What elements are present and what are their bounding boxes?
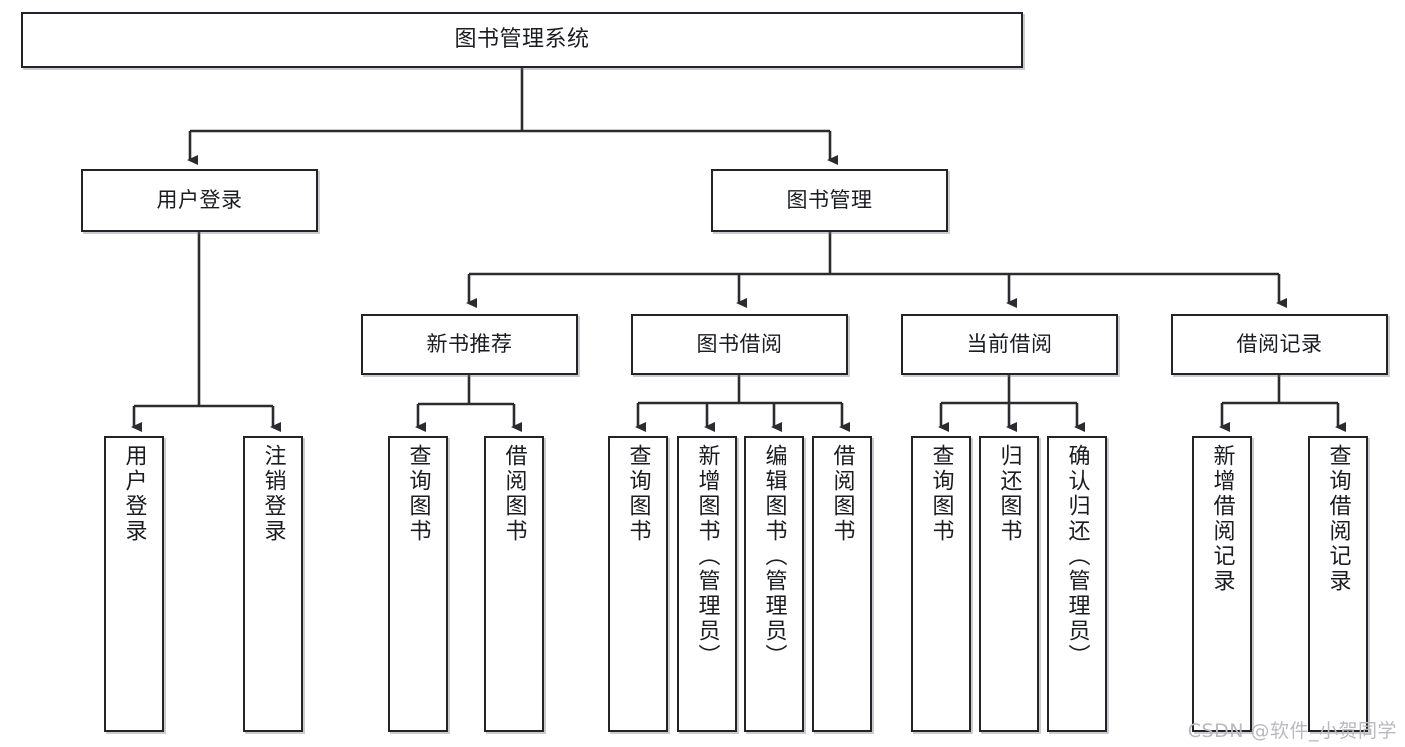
leaf-records-query-record[interactable]: 查询借阅记录 (1308, 436, 1368, 732)
node-book-management[interactable]: 图书管理 (711, 169, 948, 232)
node-book-borrow[interactable]: 图书借阅 (631, 314, 848, 375)
leaf-records-add-record[interactable]: 新增借阅记录 (1192, 436, 1252, 732)
node-label: 查询借阅记录 (1325, 444, 1351, 594)
node-label: 注销登录 (260, 444, 286, 544)
node-label: 查询图书 (405, 444, 431, 544)
node-label: 图书管理 (786, 188, 873, 213)
leaf-current-query-book[interactable]: 查询图书 (911, 436, 971, 732)
leaf-user-login-login[interactable]: 用户登录 (104, 436, 164, 732)
node-label: 新增借阅记录 (1209, 444, 1235, 594)
node-root-system[interactable]: 图书管理系统 (21, 12, 1023, 68)
node-current-borrow[interactable]: 当前借阅 (901, 314, 1118, 375)
node-label: 当前借阅 (966, 332, 1053, 357)
node-label: 用户登录 (121, 444, 147, 544)
leaf-current-return-book[interactable]: 归还图书 (979, 436, 1039, 732)
leaf-borrow-borrow-book[interactable]: 借阅图书 (812, 436, 872, 732)
leaf-user-login-logout[interactable]: 注销登录 (243, 436, 303, 732)
node-label: 用户登录 (156, 188, 243, 213)
leaf-current-confirm-return-admin[interactable]: 确认归还（管理员） (1047, 436, 1107, 732)
node-label: 编辑图书（管理员） (761, 444, 787, 669)
node-label: 查询图书 (928, 444, 954, 544)
node-label: 查询图书 (625, 444, 651, 544)
node-user-login[interactable]: 用户登录 (81, 169, 318, 232)
node-label: 借阅记录 (1236, 332, 1323, 357)
node-label: 图书管理系统 (454, 27, 590, 53)
node-label: 借阅图书 (501, 444, 527, 544)
node-new-book-recommend[interactable]: 新书推荐 (361, 314, 578, 375)
node-label: 图书借阅 (696, 332, 783, 357)
leaf-recommend-query-book[interactable]: 查询图书 (388, 436, 448, 732)
node-label: 新书推荐 (426, 332, 513, 357)
leaf-recommend-borrow-book[interactable]: 借阅图书 (484, 436, 544, 732)
node-label: 新增图书（管理员） (694, 444, 720, 669)
leaf-borrow-edit-book-admin[interactable]: 编辑图书（管理员） (744, 436, 804, 732)
watermark-text: CSDN @软件_小贺同学 (1187, 720, 1397, 742)
leaf-borrow-add-book-admin[interactable]: 新增图书（管理员） (677, 436, 737, 732)
leaf-borrow-query-book[interactable]: 查询图书 (608, 436, 668, 732)
node-label: 确认归还（管理员） (1064, 444, 1090, 669)
node-label: 借阅图书 (829, 444, 855, 544)
node-borrow-records[interactable]: 借阅记录 (1171, 314, 1388, 375)
node-label: 归还图书 (996, 444, 1022, 544)
